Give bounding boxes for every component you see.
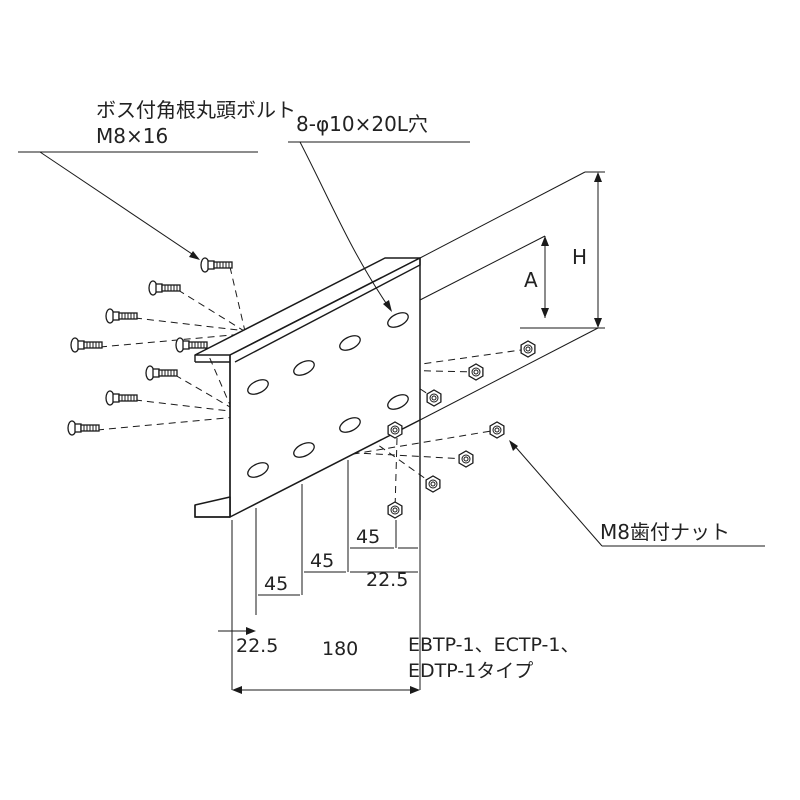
nut-icon	[468, 363, 484, 381]
pitch-label-right: 45	[356, 526, 380, 548]
nut-icon	[489, 421, 505, 439]
bolt-size-label: M8×16	[96, 124, 168, 148]
edge-label-right: 22.5	[366, 569, 408, 591]
slot-height-dimension	[419, 235, 549, 318]
type-line2-label: EDTP-1タイプ	[408, 660, 533, 682]
angle-bracket	[194, 257, 421, 520]
bolt-callout	[18, 151, 258, 260]
slot-hole	[339, 417, 361, 433]
pitch-label-middle: 45	[310, 550, 334, 572]
slot-hole	[293, 360, 315, 376]
bolt-icon	[105, 308, 138, 324]
bolt-icon	[67, 420, 100, 436]
slot-hole	[387, 312, 409, 328]
nut-icon	[520, 340, 536, 358]
bolt-icon	[105, 390, 138, 406]
height-label: H	[572, 245, 587, 269]
slot-hole	[247, 379, 269, 395]
nut-icon	[426, 389, 442, 407]
pitch-label-left: 45	[264, 573, 288, 595]
nut-icon	[387, 501, 403, 519]
hole-spec-label: 8-φ10×20L穴	[296, 112, 428, 136]
bolts	[67, 257, 233, 436]
bolt-icon	[148, 280, 181, 296]
bolt-icon	[70, 337, 103, 353]
bolt-name-label: ボス付角根丸頭ボルト	[96, 98, 296, 122]
nuts	[387, 340, 536, 519]
slot-hole	[293, 442, 315, 458]
bolt-alignment-line	[96, 401, 399, 431]
slot-height-label: A	[524, 268, 538, 292]
bolt-icon	[200, 257, 233, 273]
slot-hole	[247, 462, 269, 478]
nut-name-label: M8歯付ナット	[600, 520, 730, 544]
nut-icon	[425, 475, 441, 493]
bolt-icon	[175, 337, 208, 353]
bolt-icon	[145, 365, 178, 381]
slotted-holes	[247, 312, 409, 478]
nut-icon	[458, 450, 474, 468]
overall-label: 180	[322, 638, 358, 660]
nut-icon	[387, 421, 403, 439]
slot-hole	[339, 335, 361, 351]
type-line1-label: EBTP-1、ECTP-1、	[408, 634, 580, 656]
slot-hole	[387, 394, 409, 410]
nut-callout	[509, 440, 765, 547]
height-dimension	[419, 171, 605, 421]
edge-label-left: 22.5	[236, 635, 278, 657]
pitch-dimensions	[218, 460, 421, 694]
hole-callout	[288, 141, 470, 312]
